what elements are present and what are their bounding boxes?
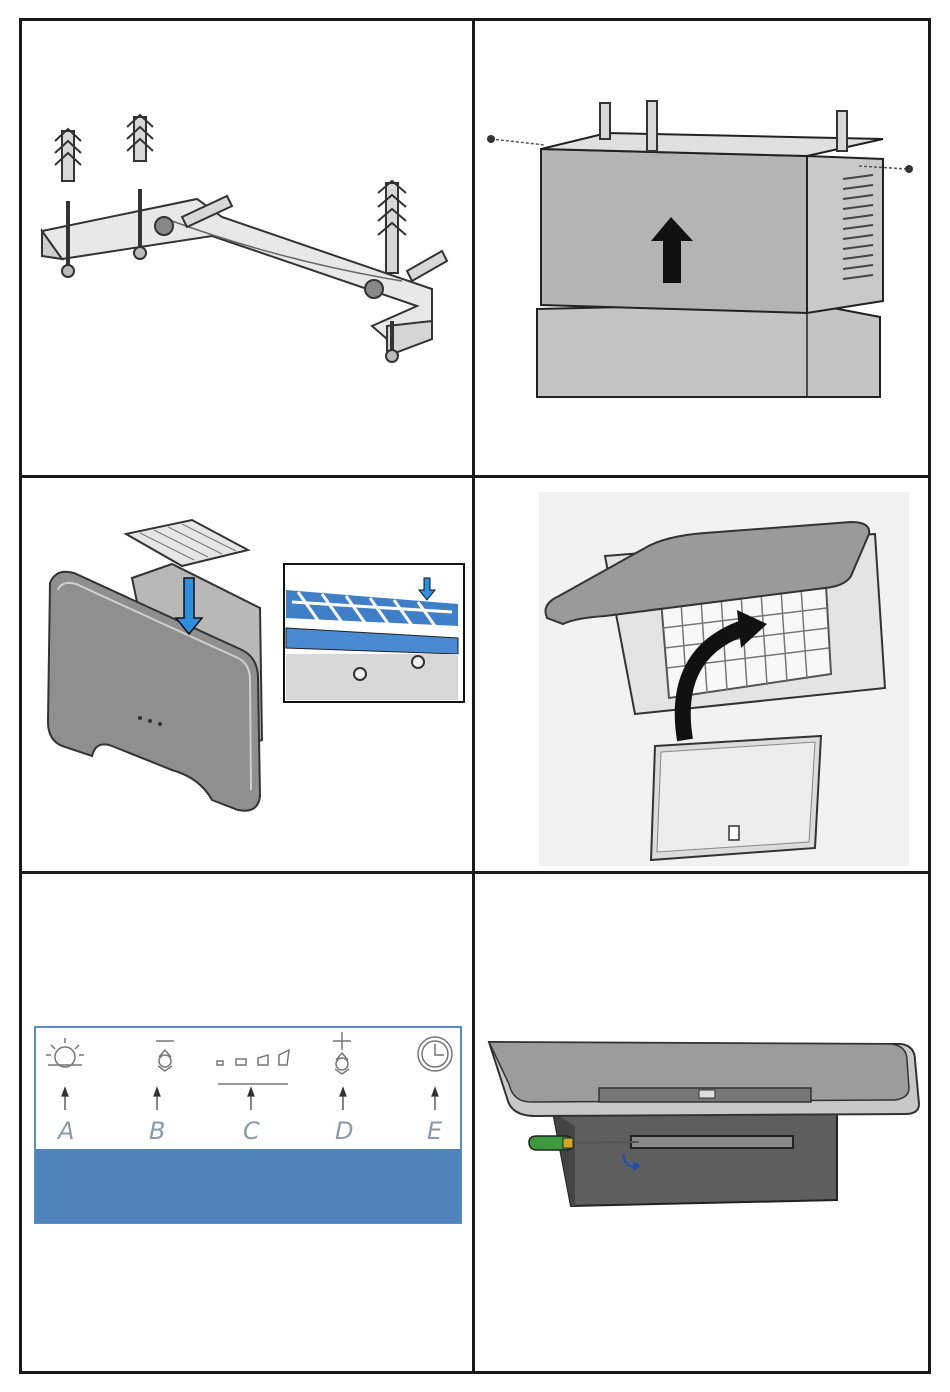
panel-control-diagram: A B C D E: [19, 871, 475, 1374]
bracket-illustration: [22, 21, 475, 478]
removed-panel-icon: [651, 736, 821, 860]
panel-screwdriver: [472, 871, 931, 1374]
control-panel-illustration: A B C D E: [22, 874, 475, 1374]
label-c: C: [243, 1117, 260, 1145]
wall-anchor-icon: [127, 115, 153, 161]
mesh-filter-icon: [126, 520, 248, 566]
blue-band: [35, 1149, 461, 1223]
instruction-grid: A B C D E: [19, 18, 931, 1374]
label-e: E: [427, 1117, 443, 1145]
label-d: D: [335, 1117, 353, 1145]
panel-chimney-cover: [472, 18, 931, 478]
filter-insert-illustration: [22, 478, 475, 874]
chimney-illustration: [475, 21, 931, 478]
filter-lift-illustration: [475, 478, 931, 874]
panel-wall-bracket: [19, 18, 475, 478]
wall-anchor-icon: [55, 129, 81, 181]
detail-inset: [284, 564, 464, 702]
screwdriver-illustration: [475, 874, 931, 1374]
screw-icon: [487, 135, 495, 143]
panel-filter-insert: [19, 475, 475, 874]
panel-filter-lift: [472, 475, 931, 874]
screw-icon: [905, 165, 913, 173]
label-b: B: [149, 1117, 165, 1145]
label-a: A: [56, 1117, 74, 1145]
wall-anchor-icon: [378, 181, 406, 273]
